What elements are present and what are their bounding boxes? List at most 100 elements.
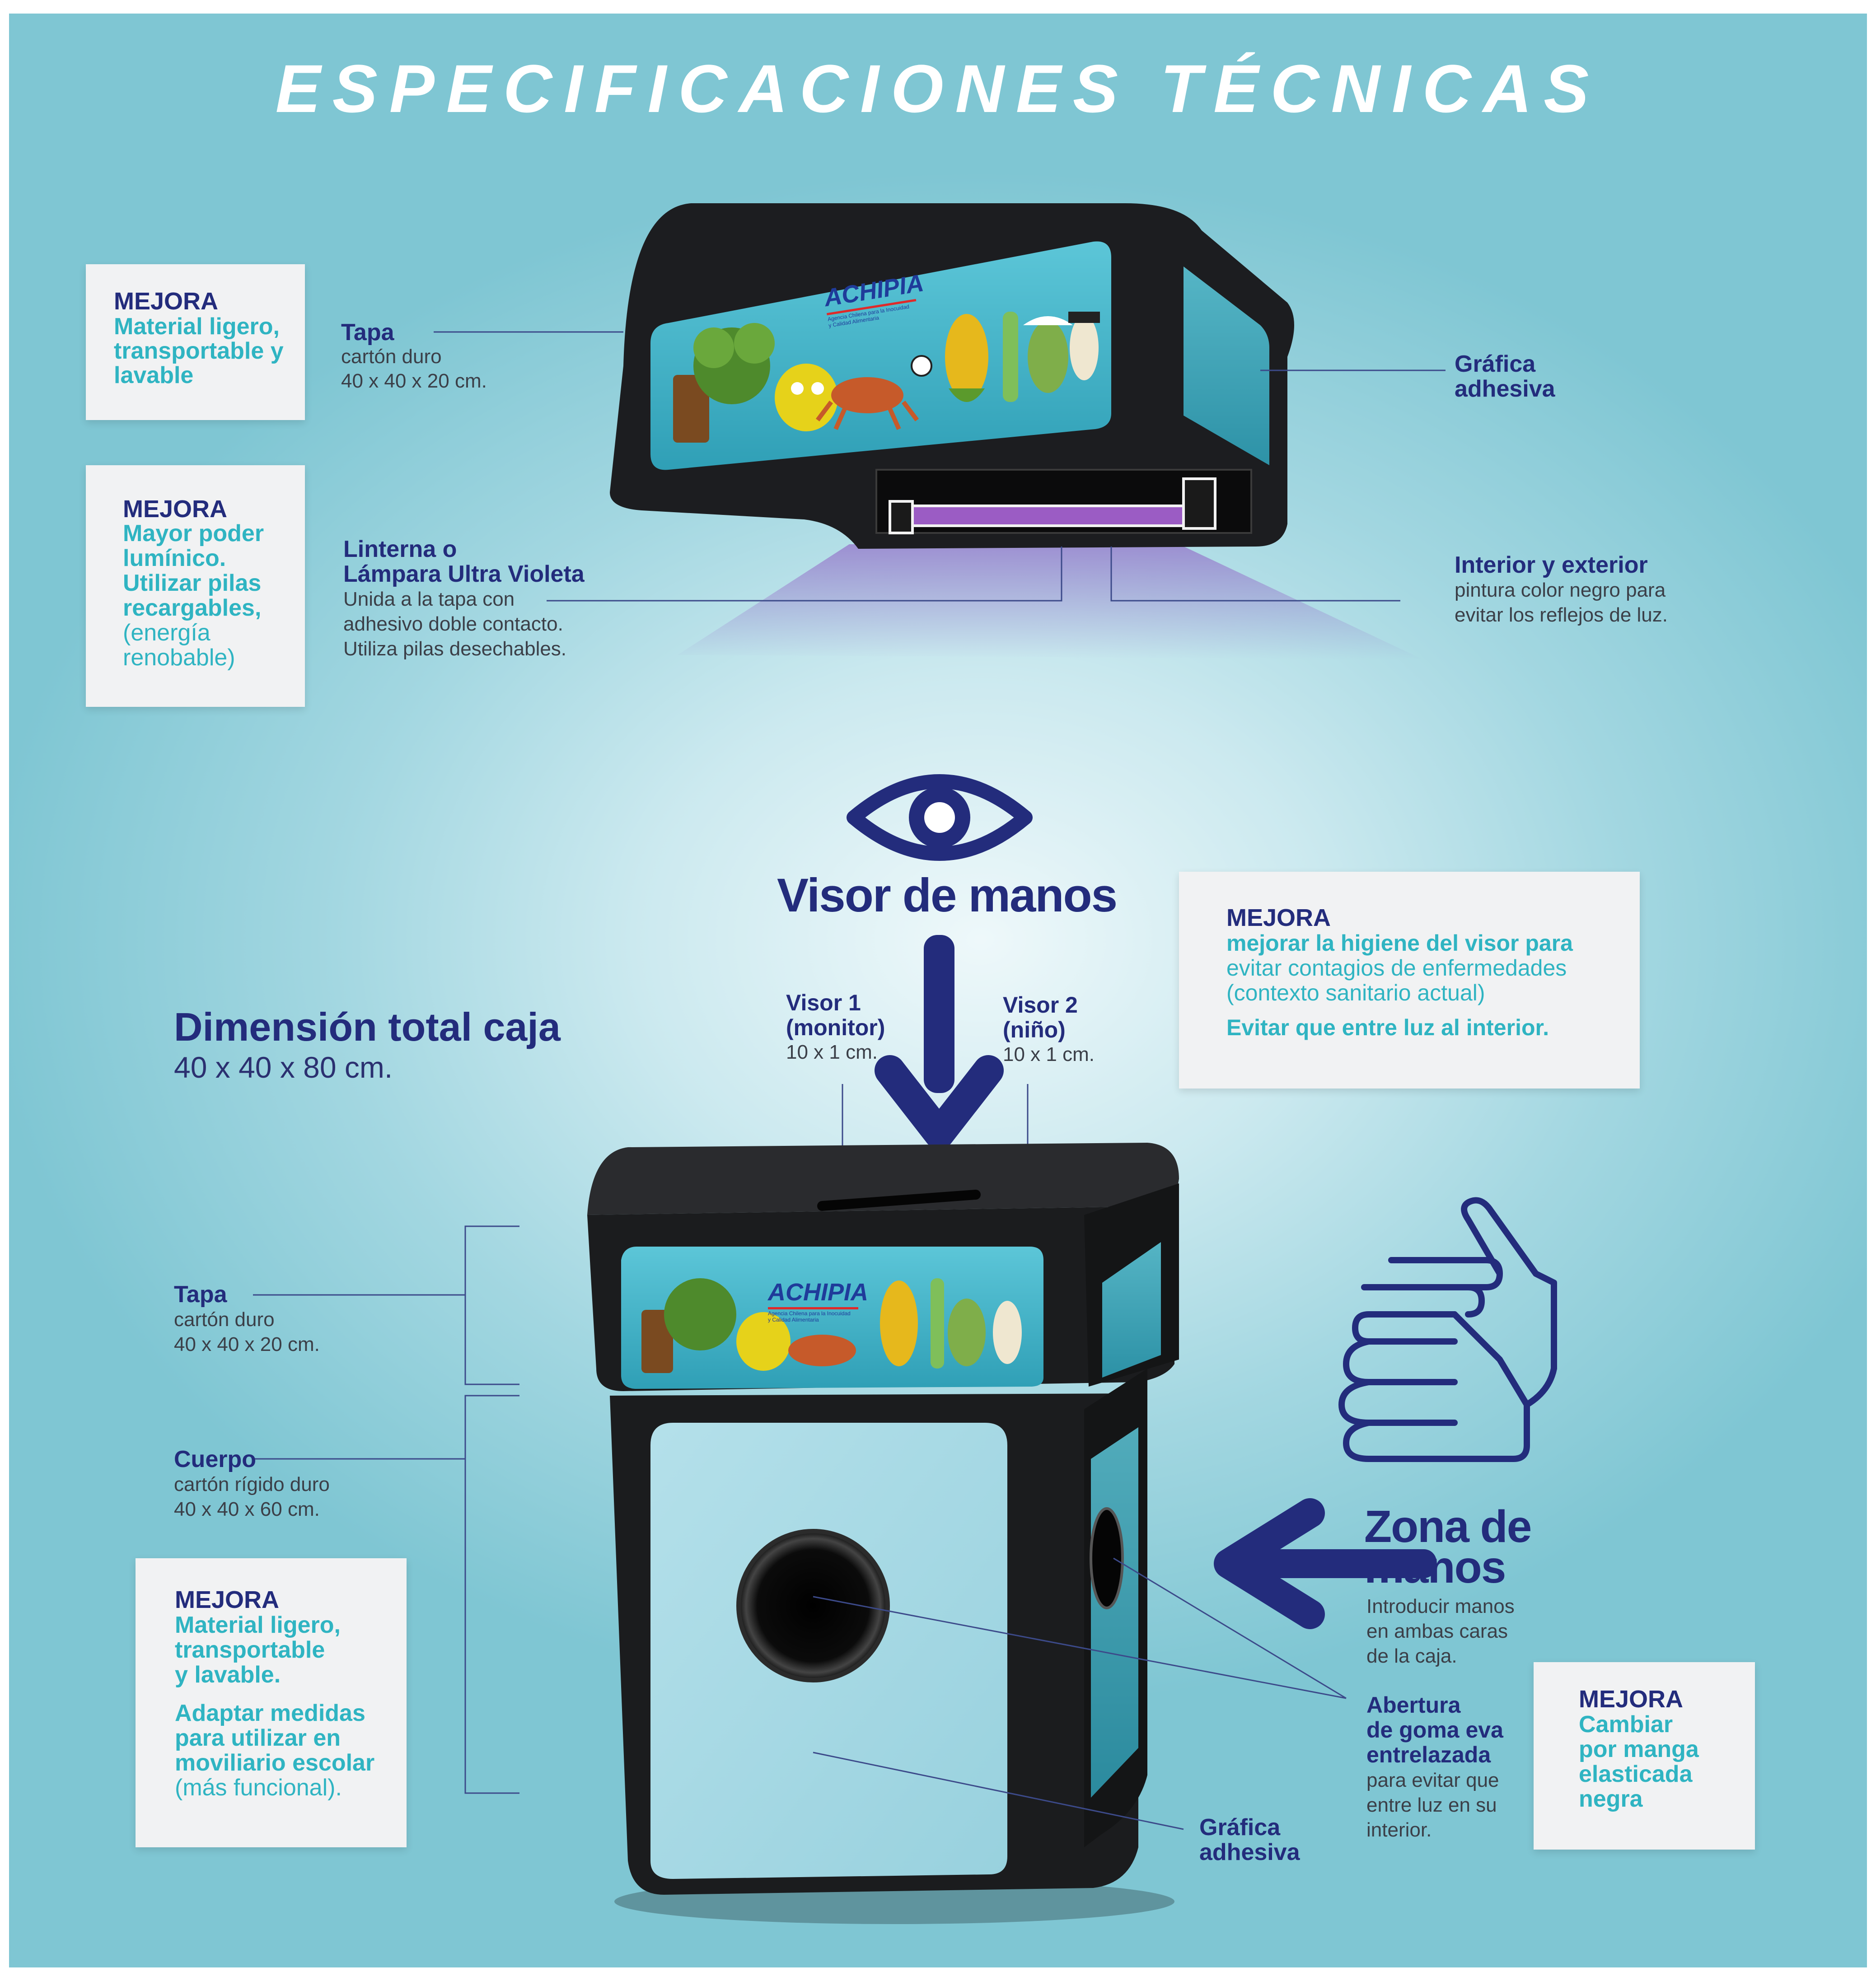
grafica-top-line-1: Gráfica <box>1455 351 1536 377</box>
mejora-text: para utilizar en <box>175 1725 341 1751</box>
visor2-title-2: (niño) <box>1003 1017 1066 1042</box>
zona-line-2: en ambas caras <box>1366 1620 1508 1642</box>
mejora-text: transportable y <box>114 338 284 364</box>
linterna-line-2: adhesivo doble contacto. <box>343 613 563 635</box>
achipia-logo-bottom: ACHIPIA Agencia Chilena para la Inocuida… <box>768 1278 868 1323</box>
mejora-box-top-2: MEJORA Mayor poder lumínico. Utilizar pi… <box>86 465 305 707</box>
box-lid-sticker-side <box>1102 1242 1161 1378</box>
mejora-box-bottom-right: MEJORA Cambiar por manga elasticada negr… <box>1534 1662 1755 1850</box>
lid-sticker-front <box>650 241 1111 470</box>
abertura-line-front <box>813 1596 1347 1699</box>
hands-icon <box>1338 1197 1557 1462</box>
arrow-down-icon <box>875 935 1004 1149</box>
box-body-sticker-side <box>1091 1427 1138 1798</box>
infographic-canvas: ESPECIFICACIONES TÉCNICAS <box>9 14 1867 1967</box>
interior-line-2: evitar los reflejos de luz. <box>1455 604 1668 626</box>
sticker-characters-bottom <box>641 1278 1022 1373</box>
abertura-line-1: para evitar que <box>1366 1769 1499 1791</box>
mejora-text: Material ligero, <box>175 1612 341 1638</box>
dimension-value: 40 x 40 x 80 cm. <box>174 1051 393 1084</box>
mejora-text: Utilizar pilas <box>123 570 262 596</box>
linterna-title-1: Linterna o <box>343 536 457 562</box>
mejora-text: (contexto sanitario actual) <box>1226 980 1485 1005</box>
mejora-box-visor: MEJORA mejorar la higiene del visor para… <box>1179 872 1640 1089</box>
mejora-heading: MEJORA <box>114 288 219 315</box>
grafica-bottom-line-1: Gráfica <box>1199 1814 1281 1841</box>
visor-title: Visor de manos <box>777 869 1118 922</box>
brand-tagline-1: Agencia Chilena para la Inocuidad <box>768 1310 851 1317</box>
mejora-text: Adaptar medidas <box>175 1700 365 1726</box>
zona-line-3: de la caja. <box>1366 1645 1457 1667</box>
linterna-title-2: Lámpara Ultra Violeta <box>343 561 585 587</box>
mejora-text: moviliario escolar <box>175 1750 375 1776</box>
zona-title-2: manos <box>1364 1542 1506 1593</box>
mejora-text: transportable <box>175 1637 325 1663</box>
tapa-bottom-title: Tapa <box>174 1281 227 1308</box>
zona-line-1: Introducir manos <box>1366 1595 1515 1617</box>
mejora-text: Material ligero, <box>114 313 280 340</box>
tapa-top-size: 40 x 40 x 20 cm. <box>341 370 487 392</box>
cuerpo-title: Cuerpo <box>174 1446 256 1472</box>
mejora-text: y lavable. <box>175 1662 281 1688</box>
mejora-text: lumínico. <box>123 545 226 571</box>
arrow-left-icon <box>1214 1498 1436 1629</box>
brand-tagline-2: y Calidad Alimentaria <box>768 1317 819 1323</box>
mejora-text: negra <box>1579 1786 1643 1812</box>
tapa-bracket <box>464 1225 519 1385</box>
visor2-size: 10 x 1 cm. <box>1003 1043 1095 1065</box>
side-hand-hole <box>1090 1507 1124 1609</box>
cuerpo-material: cartón rígido duro <box>174 1473 330 1495</box>
tapa-bottom-material: cartón duro <box>174 1308 275 1331</box>
abertura-line-3: interior. <box>1366 1819 1432 1841</box>
mejora-text: Cambiar <box>1579 1711 1673 1738</box>
abertura-title-2: de goma eva <box>1366 1717 1503 1743</box>
cuerpo-size: 40 x 40 x 60 cm. <box>174 1498 320 1520</box>
uv-tube <box>902 505 1194 527</box>
mejora-text: elasticada <box>1579 1761 1693 1787</box>
grafica-bottom-line-2: adhesiva <box>1199 1839 1300 1865</box>
uv-tube-cap-left <box>889 500 914 534</box>
interior-line-1: pintura color negro para <box>1455 579 1666 601</box>
visor1-size: 10 x 1 cm. <box>786 1041 878 1063</box>
mejora-heading: MEJORA <box>123 495 228 523</box>
hand-hole <box>736 1529 890 1682</box>
page-title: ESPECIFICACIONES TÉCNICAS <box>275 51 1601 126</box>
zona-title-1: Zona de <box>1364 1501 1532 1552</box>
mejora-text: Mayor poder <box>123 520 264 547</box>
lid-callout-lines <box>434 331 1446 602</box>
uv-tube-cap-right <box>1182 477 1216 530</box>
box-illustration <box>587 1143 1179 1924</box>
linterna-line <box>547 547 1062 602</box>
brand-name: ACHIPIA <box>768 1279 869 1306</box>
mejora-text: evitar contagios de enfermedades <box>1226 955 1567 981</box>
grafica-bottom-line <box>813 1752 1184 1830</box>
lid-illustration <box>610 203 1423 659</box>
mejora-heading: MEJORA <box>175 1586 280 1613</box>
mejora-heading: MEJORA <box>1226 904 1331 931</box>
mejora-box-bottom-left: MEJORA Material ligero, transportable y … <box>136 1558 407 1847</box>
mejora-text: Evitar que entre luz al interior. <box>1226 1015 1549 1040</box>
tapa-bottom-size: 40 x 40 x 20 cm. <box>174 1333 320 1355</box>
visor2-title-1: Visor 2 <box>1003 992 1078 1018</box>
mejora-text: por manga <box>1579 1736 1699 1762</box>
mejora-heading: MEJORA <box>1579 1686 1684 1713</box>
cuerpo-bracket <box>464 1395 519 1794</box>
grafica-top-line-2: adhesiva <box>1455 376 1555 402</box>
box-callout-lines <box>253 1225 1347 1830</box>
abertura-title-3: entrelazada <box>1366 1742 1491 1767</box>
tapa-top-material: cartón duro <box>341 346 442 368</box>
visor1-title-2: (monitor) <box>786 1015 885 1040</box>
mejora-text: mejorar la higiene del visor para <box>1226 930 1573 956</box>
brand-underline <box>768 1307 858 1309</box>
eye-icon <box>847 774 1033 861</box>
linterna-line-1: Unida a la tapa con <box>343 588 515 610</box>
mejora-box-top-1: MEJORA Material ligero, transportable y … <box>86 264 305 420</box>
box-top-face <box>587 1143 1179 1215</box>
uv-light-glow <box>678 544 1423 659</box>
visor1-slot <box>817 1190 981 1211</box>
mejora-text: renobable) <box>123 645 235 671</box>
abertura-line-side <box>1113 1557 1347 1699</box>
abertura-line-2: entre luz en su <box>1366 1794 1497 1816</box>
interior-line <box>1110 547 1400 602</box>
lid-sticker-side <box>1184 266 1269 465</box>
